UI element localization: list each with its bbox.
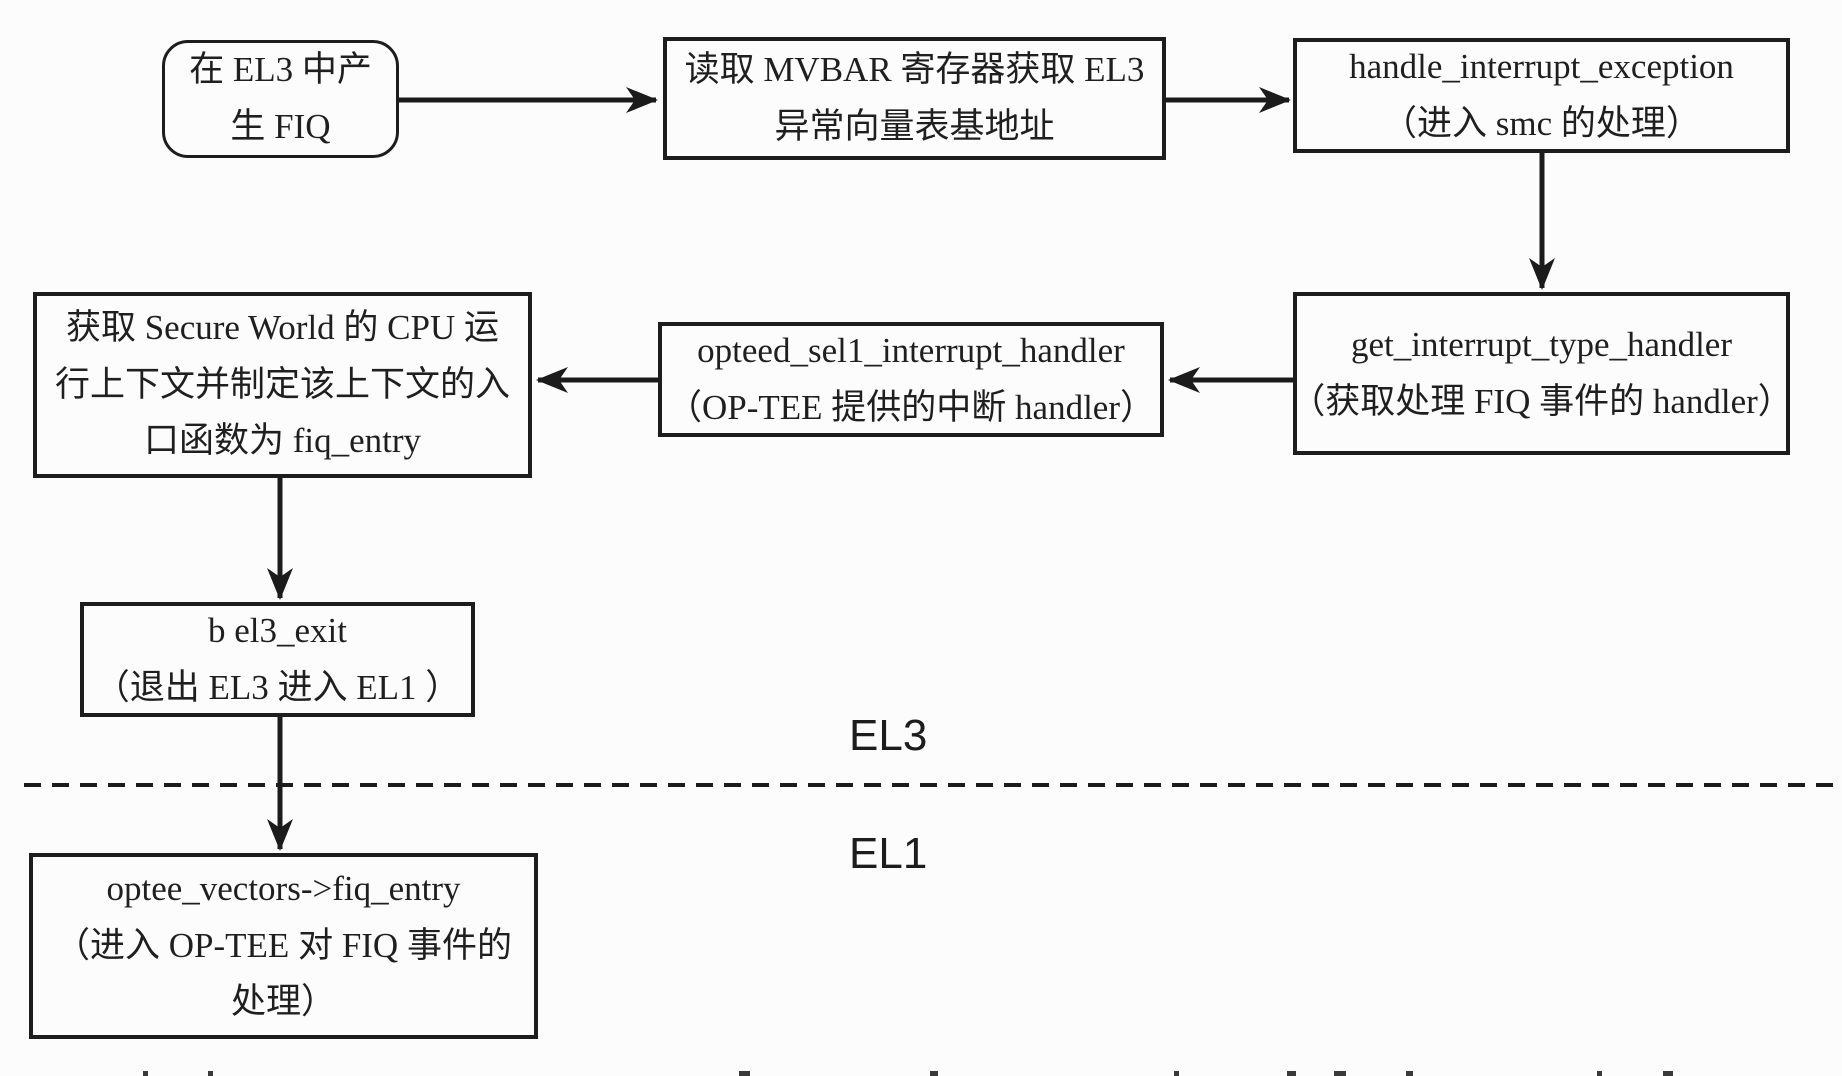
node-text-line: 口函数为 fiq_entry	[143, 421, 422, 461]
region-label-el1: EL1	[849, 829, 928, 878]
node-text-line: get_interrupt_type_handler	[1351, 324, 1732, 364]
node-fiq-generated-in-el3: 在 EL3 中产 生 FIQ	[162, 40, 399, 158]
node-text-line: 在 EL3 中产	[189, 50, 372, 90]
node-text-line: （进入 smc 的处理）	[1382, 103, 1701, 143]
node-text-line: opteed_sel1_interrupt_handler	[697, 330, 1125, 370]
node-text-line: 生 FIQ	[230, 107, 331, 146]
node-text-line: optee_vectors->fiq_entry	[106, 868, 461, 908]
node-text-line: 异常向量表基地址	[774, 106, 1055, 146]
node-text-line: （进入 OP-TEE 对 FIQ 事件的	[55, 925, 512, 965]
node-handle-interrupt-exception: handle_interrupt_exception （进入 smc 的处理）	[1293, 38, 1790, 153]
node-text-line: b el3_exit	[208, 610, 347, 650]
node-text-line: （OP-TEE 提供的中断 handler）	[667, 387, 1155, 427]
region-label-el3: EL3	[849, 711, 928, 760]
node-optee-vectors-fiq-entry: optee_vectors->fiq_entry （进入 OP-TEE 对 FI…	[29, 853, 538, 1039]
node-text-line: 获取 Secure World 的 CPU 运	[65, 307, 500, 347]
node-text-line: 处理）	[230, 982, 336, 1022]
node-read-mvbar-register: 读取 MVBAR 寄存器获取 EL3 异常向量表基地址	[663, 37, 1166, 160]
node-opteed-sel1-interrupt-handler: opteed_sel1_interrupt_handler （OP-TEE 提供…	[658, 322, 1164, 437]
node-text-line: （退出 EL3 进入 EL1 ）	[94, 667, 461, 707]
node-text-line: （获取处理 FIQ 事件的 handler）	[1290, 381, 1793, 421]
node-text-line: 读取 MVBAR 寄存器获取 EL3	[684, 49, 1145, 89]
node-get-interrupt-type-handler: get_interrupt_type_handler （获取处理 FIQ 事件的…	[1290, 292, 1793, 455]
node-get-secure-world-cpu-context: 获取 Secure World 的 CPU 运 行上下文并制定该上下文的入 口函…	[33, 292, 532, 478]
node-text-line: 行上下文并制定该上下文的入	[54, 364, 510, 404]
node-text-line: handle_interrupt_exception	[1349, 46, 1734, 86]
node-b-el3-exit: b el3_exit （退出 EL3 进入 EL1 ）	[80, 602, 475, 717]
